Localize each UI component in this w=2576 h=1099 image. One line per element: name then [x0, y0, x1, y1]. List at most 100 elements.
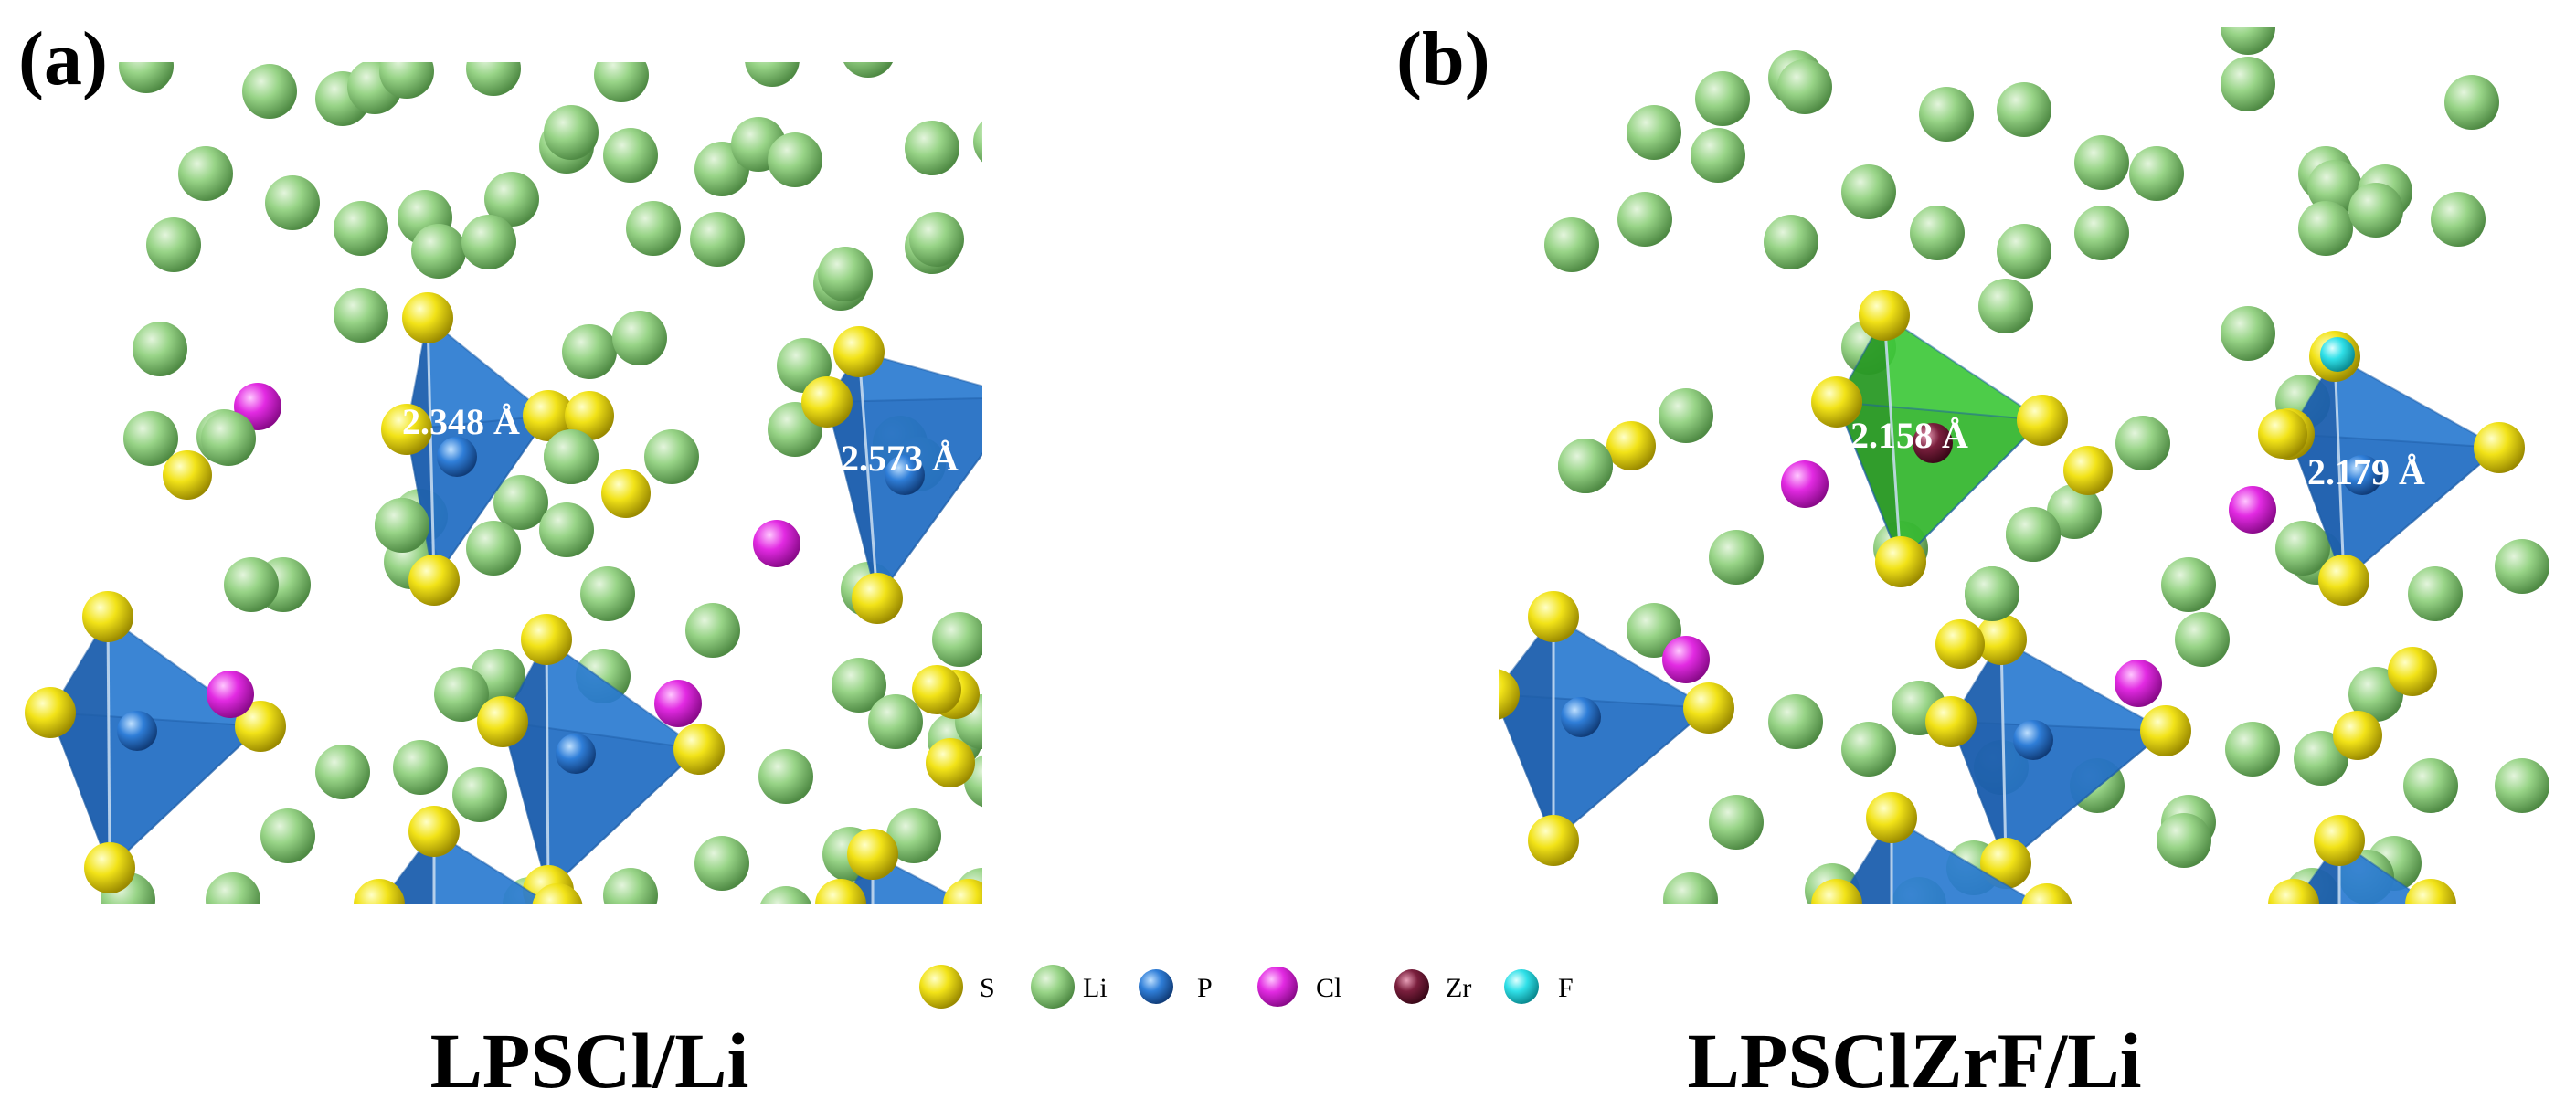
ps4-tetrahedron: [477, 614, 725, 904]
li-atom: [1627, 105, 1681, 160]
li-atom: [265, 175, 320, 230]
ps4-tetrahedron-s-atom: [84, 842, 135, 893]
tetrahedra-b: [1499, 290, 2525, 967]
li-atom: [2157, 813, 2211, 868]
chlorine-swatch: [1257, 967, 1298, 1007]
ps4-tetrahedron-s-atom: [408, 806, 460, 857]
ps4-tetrahedron-edge: [545, 639, 550, 892]
li-atom: [260, 808, 315, 863]
ps4-tetrahedron-s-atom: [852, 573, 903, 624]
ps4-tetrahedron-s-atom: [523, 390, 574, 441]
legend-item-li: Li: [1031, 965, 1108, 1009]
s-atom: [2333, 711, 2382, 760]
ps4-tetrahedron-face-bottom: [1833, 903, 1880, 904]
ps4-tetrahedron-s-atom: [1528, 591, 1579, 642]
li-atom: [1997, 224, 2051, 279]
ps4-tetrahedron-s-atom: [408, 915, 460, 967]
ps4-tetrahedron: [815, 829, 982, 967]
ps4-tetrahedron: [1925, 614, 2191, 889]
li-atom: [2408, 566, 2463, 621]
li-atom: [758, 749, 813, 804]
ps4-tetrahedron-face-bottom: [841, 904, 969, 941]
li-atom: [334, 288, 388, 343]
li-atom: [603, 128, 658, 183]
ps4-tetrahedron-face-bottom: [501, 720, 702, 893]
li-atom: [544, 429, 599, 484]
li-atom: [411, 224, 466, 279]
li-atom: [1919, 87, 1974, 142]
ps4-tetrahedron: [381, 292, 574, 606]
li-atom: [1910, 206, 1965, 260]
sulfur-swatch: [919, 965, 963, 1009]
li-atom: [123, 411, 178, 466]
legend-label-zr: Zr: [1446, 973, 1471, 1003]
li-atom: [379, 62, 434, 99]
li-atom: [1014, 635, 1069, 690]
ps4-tetrahedron-s-atom: [2268, 879, 2319, 904]
li-atom: [1841, 722, 1896, 777]
ps4-tetrahedron-s-atom: [847, 915, 898, 967]
bond-distance-label-a2: 2.573 Å: [841, 438, 959, 479]
ps4-tetrahedron: [2268, 815, 2456, 967]
ps4-tetrahedron: [25, 591, 286, 893]
ps4-tetrahedron-s-atom: [1528, 815, 1579, 866]
legend-item-cl: Cl: [1257, 967, 1341, 1007]
ps4-tetrahedron-s-atom: [673, 724, 725, 775]
li-atom: [1691, 128, 1745, 183]
ps4-tetrahedron-s-atom: [1866, 792, 1917, 843]
ps4-tetrahedron-face-bottom: [2294, 904, 2431, 941]
li-atom: [644, 429, 699, 484]
li-atom: [1627, 603, 1681, 658]
ps4-tetrahedron-s-atom: [815, 879, 866, 904]
li-atom: [973, 121, 982, 163]
s-atom: [601, 469, 651, 518]
li-atom: [2348, 183, 2403, 238]
ps4-tetrahedron-s-atom: [2140, 705, 2191, 756]
legend-item-zr: Zr: [1394, 969, 1471, 1004]
ps4-tetrahedron-s-atom: [402, 292, 453, 343]
tetrahedra-a: [25, 292, 982, 967]
cl-atom: [753, 520, 800, 567]
ps4-tetrahedron-s-atom: [801, 376, 853, 428]
li-atom: [2495, 758, 2549, 813]
caption-b: LPSClZrF/Li: [1688, 1017, 2142, 1099]
cl-atom: [2229, 486, 2276, 534]
li-atom: [1997, 82, 2051, 137]
zrs4-tetrahedron: [1811, 290, 2068, 587]
li-atom: [818, 247, 873, 301]
ps4-tetrahedron-s-atom: [1683, 682, 1734, 734]
ps4-tetrahedron-s-atom: [2314, 915, 2365, 967]
li-atom: [466, 521, 521, 576]
ps4-tetrahedron: [801, 326, 982, 624]
li-atom: [1768, 694, 1823, 749]
li-atom: [768, 132, 822, 187]
li-atom: [603, 868, 658, 904]
li-atom: [393, 740, 448, 795]
li-atom: [832, 658, 886, 713]
li-atom: [2047, 484, 2102, 539]
ps4-tetrahedron-s-atom: [477, 696, 528, 747]
ps4-tetrahedron-s-atom: [1866, 915, 1917, 967]
front-atoms-b: [1558, 337, 2437, 760]
li-atom: [493, 475, 548, 530]
ps4-tetrahedron-s-atom: [1976, 614, 2027, 665]
s-atom: [926, 738, 975, 787]
li-atom: [201, 411, 256, 466]
li-atom: [178, 146, 233, 201]
ps4-tetrahedron-center-atom: [117, 711, 157, 751]
ps4-tetrahedron-center-atom: [885, 455, 925, 495]
li-atom: [1965, 566, 2019, 621]
legend-label-f: F: [1558, 973, 1574, 1003]
li-atom: [562, 324, 617, 379]
s-atom: [565, 391, 614, 440]
li-atom: [2431, 192, 2486, 247]
li-atom: [2221, 57, 2275, 111]
li-atom: [484, 172, 539, 227]
li-atom: [626, 201, 681, 256]
ps4-tetrahedron-face-bottom: [376, 903, 416, 904]
zirconium-swatch: [1394, 969, 1429, 1004]
li-atom: [119, 62, 174, 93]
ps4-tetrahedron-s-atom: [833, 326, 885, 377]
ps4-tetrahedron-s-atom: [1925, 696, 1977, 747]
